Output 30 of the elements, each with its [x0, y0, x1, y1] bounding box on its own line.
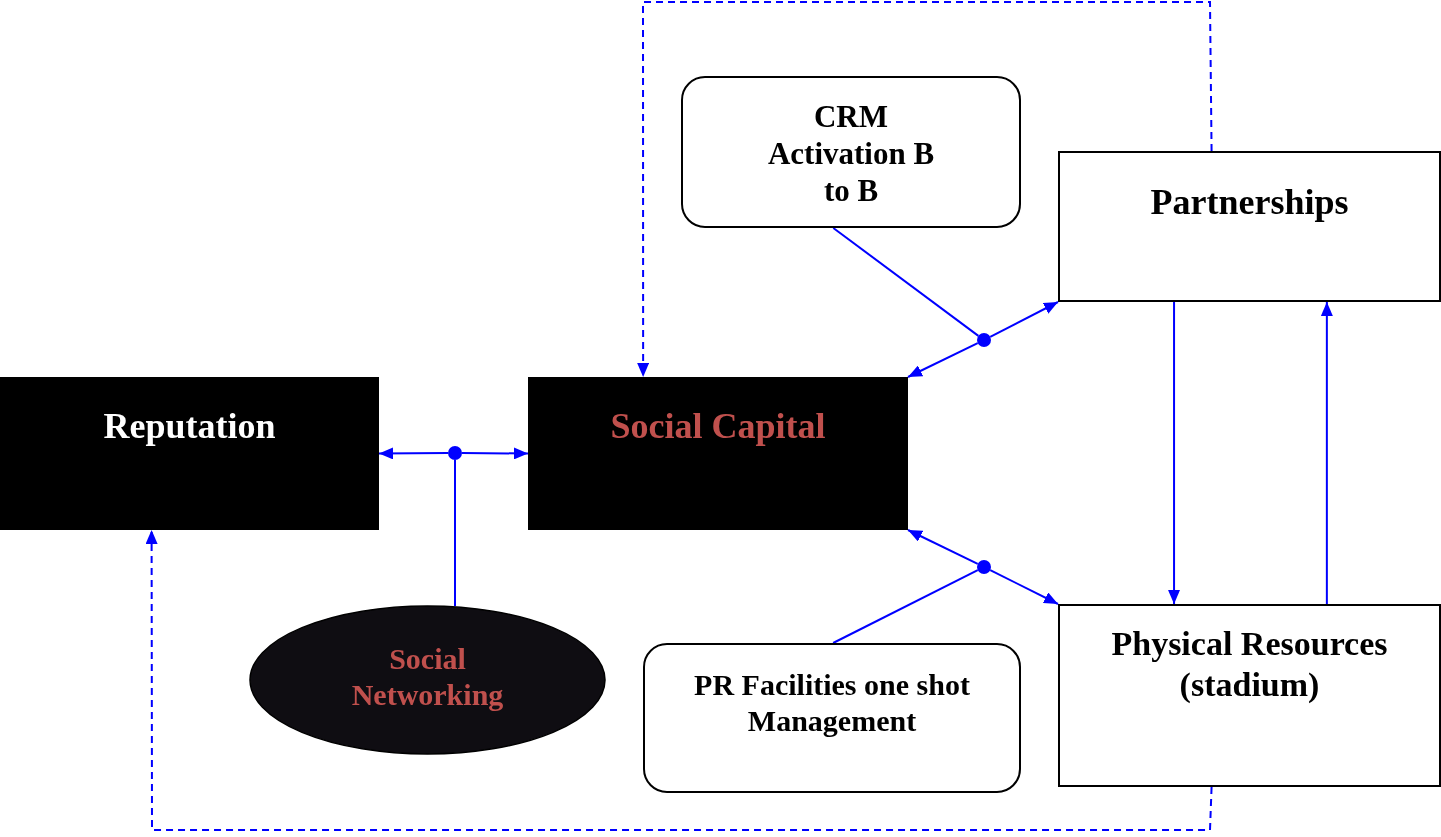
node-label: PR Facilities one shot Management [693, 667, 971, 739]
process-box [1058, 151, 1441, 302]
arrow [907, 342, 979, 378]
arrow [907, 529, 979, 565]
connector-line [454, 459, 456, 607]
arrow [378, 447, 449, 460]
arrow [989, 301, 1059, 338]
connector-line [832, 227, 980, 337]
dashed-arrow [145, 529, 1213, 831]
junction-dot [977, 560, 991, 574]
node-label: Social Capital [609, 405, 827, 448]
dark-box [528, 377, 908, 530]
node-label: Physical Resources (stadium) [1110, 624, 1389, 705]
dashed-arrow [637, 1, 1213, 378]
arrow [461, 447, 529, 460]
arrow [1168, 301, 1181, 605]
rounded-box [681, 76, 1021, 228]
node-label: CRM Activation B to B [766, 98, 936, 210]
process-box [1058, 604, 1441, 787]
connector-line [832, 569, 979, 644]
node-label: Reputation [102, 405, 277, 448]
node-label: Social Networking [350, 641, 505, 713]
dark-box [0, 377, 379, 530]
junction-dot [977, 333, 991, 347]
rounded-box [643, 643, 1021, 793]
arrow [989, 569, 1059, 605]
node-label: Partnerships [1149, 181, 1350, 224]
arrow [1320, 301, 1333, 605]
ellipse-node [249, 605, 606, 755]
junction-dot [448, 446, 462, 460]
